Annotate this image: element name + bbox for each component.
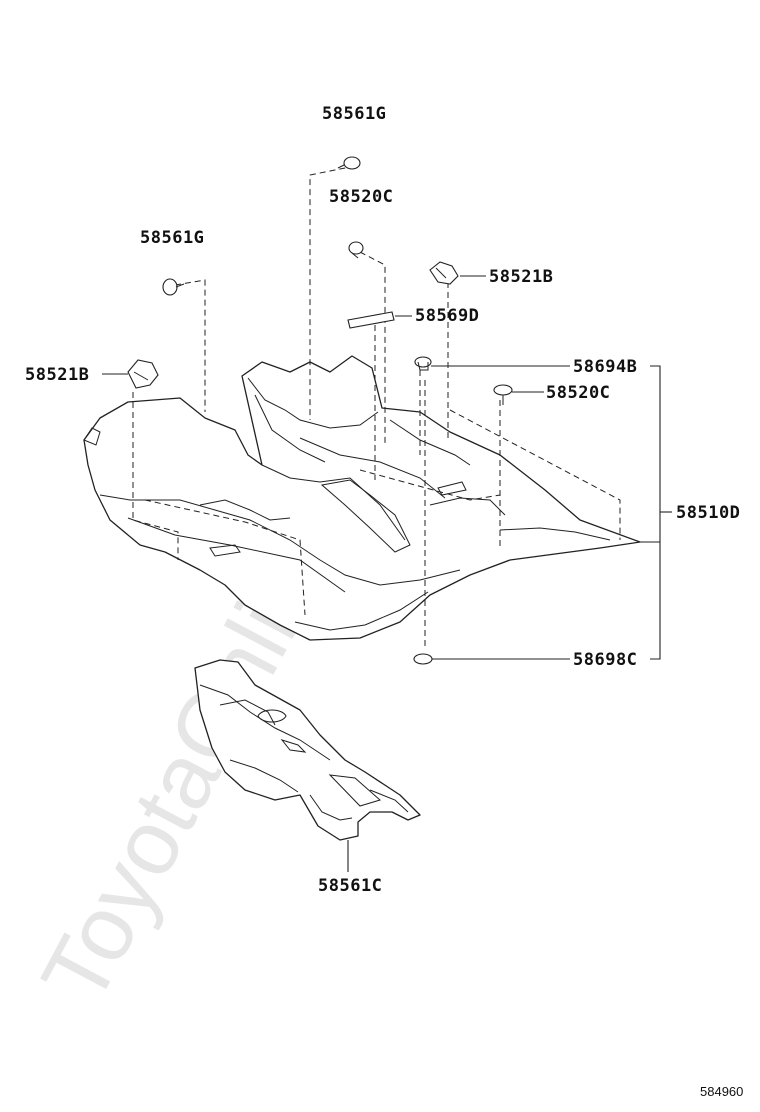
- pad-part: [347, 311, 395, 329]
- label-retainer-left: 58521B: [25, 365, 89, 385]
- center-tunnel-ridge: [320, 479, 411, 553]
- hook-part: [414, 356, 432, 371]
- front-floor-left: [199, 499, 291, 521]
- label-grommet-clip: 58520C: [546, 383, 610, 403]
- floor-carpet-assembly: [83, 355, 641, 641]
- rear-carpet-assembly: [194, 659, 421, 841]
- hook-washer-part: [413, 653, 433, 665]
- screw-clip-part: [348, 241, 364, 259]
- dash-panel-edge: [247, 377, 379, 429]
- phantom-lines: [132, 165, 621, 650]
- label-screw-clip: 58520C: [329, 187, 393, 207]
- right-footwell: [389, 419, 471, 466]
- label-pad: 58569D: [415, 306, 479, 326]
- tunnel-left: [261, 464, 406, 541]
- side-sill-right: [499, 527, 611, 541]
- seat-rail-pad-1: [209, 544, 241, 557]
- label-clip-left: 58561G: [140, 228, 204, 248]
- firewall-fold: [254, 394, 326, 463]
- clip-top-part: [337, 156, 361, 170]
- leader-lines: [102, 275, 672, 872]
- label-hook-washer: 58698C: [573, 650, 637, 670]
- retainer-right-part: [429, 261, 459, 285]
- retainer-left-part: [127, 359, 159, 389]
- rear-step: [127, 517, 346, 593]
- rear-floor-edge: [99, 494, 461, 586]
- seat-rail-pad-2: [437, 481, 467, 496]
- floor-carpet-outline: [83, 355, 641, 641]
- label-clip-top: 58561G: [322, 104, 386, 124]
- tunnel-right: [299, 437, 446, 499]
- label-hook: 58694B: [573, 357, 637, 377]
- label-carpet: 58510D: [676, 503, 740, 523]
- clip-left-part: [162, 278, 185, 296]
- left-tab: [83, 427, 101, 446]
- label-rear-carpet: 58561C: [318, 876, 382, 896]
- bottom-lip: [294, 591, 429, 631]
- rear-carpet-outline: [194, 659, 421, 841]
- illustration-number: 584960: [700, 1084, 743, 1099]
- front-floor-right: [429, 497, 506, 516]
- label-retainer-right: 58521B: [489, 267, 553, 287]
- grommet-clip-part: [493, 384, 513, 405]
